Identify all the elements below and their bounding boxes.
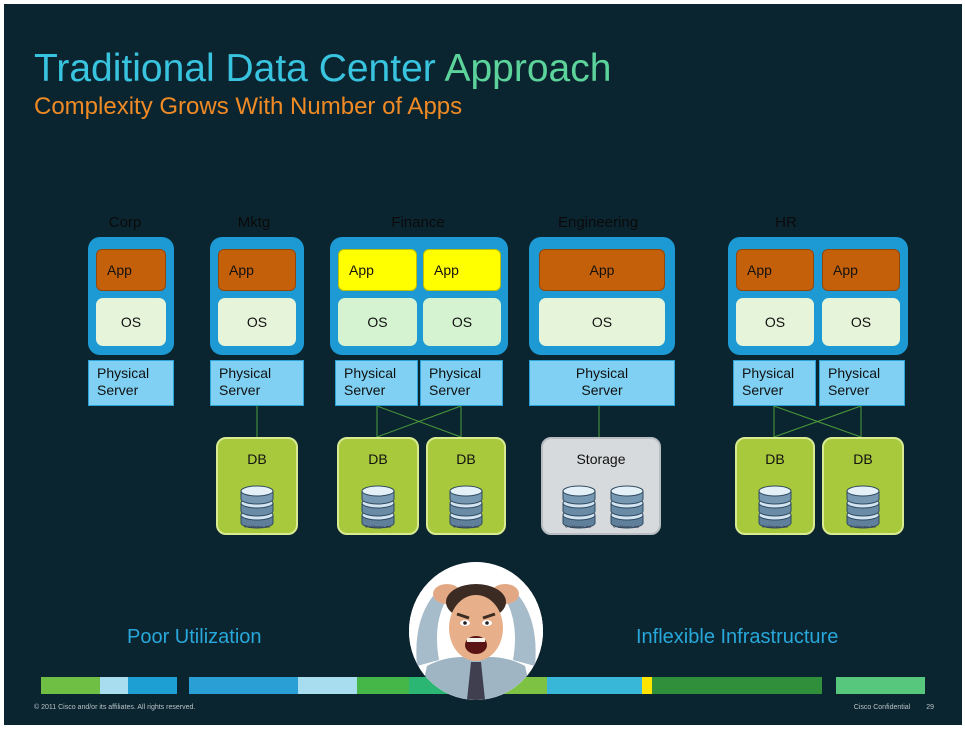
physical-server-line2: Server	[97, 382, 139, 398]
physical-server-line1: Physical	[344, 365, 397, 381]
storage-label: Storage	[576, 451, 626, 467]
physical-server-line2: Server	[219, 382, 261, 398]
line-hr2-db1	[773, 405, 862, 438]
title-accent: Approach	[444, 47, 612, 90]
line-finance1-db2	[376, 405, 462, 438]
os-block-finance-2: OS	[423, 298, 501, 346]
app-block-finance-1: App	[338, 249, 417, 291]
db-label: DB	[368, 451, 388, 467]
title-main: Traditional Data Center	[34, 47, 445, 90]
stressed-man-illustration	[409, 562, 543, 700]
db-label: DB	[765, 451, 785, 467]
os-block-corp: OS	[96, 298, 166, 346]
physical-server-line2: Server	[344, 382, 386, 398]
os-block-engineering: OS	[539, 298, 665, 346]
group-label-hr: HR	[775, 214, 797, 231]
os-block-hr-1: OS	[736, 298, 814, 346]
physical-server-line1: Physical	[97, 365, 150, 381]
note-poor-utilization: Poor Utilization	[127, 626, 262, 648]
storage-box-engineering: Storage © VMware, Inc © VMware, Inc	[541, 437, 661, 535]
slide: Traditional Data Center Approach Complex…	[4, 4, 962, 725]
app-block-hr-2: App	[822, 249, 900, 291]
vendor-mark: © VMware, Inc	[850, 524, 877, 529]
vendor-mark: © VMware, Inc	[453, 524, 480, 529]
physical-server-line2: Server	[429, 382, 471, 398]
db-box-hr-1: DB © VMware, Inc	[735, 437, 815, 535]
physical-server-line1: Physical	[742, 365, 795, 381]
db-label: DB	[853, 451, 873, 467]
db-label: DB	[456, 451, 476, 467]
db-box-mktg: DB © VMware, Inc	[216, 437, 298, 535]
vendor-mark: © VMware, Inc	[365, 524, 392, 529]
brand-color-stripe	[41, 677, 925, 694]
database-cylinder-icon	[562, 485, 596, 529]
vendor-mark: © VMware, Inc	[244, 524, 271, 529]
physical-server-line1: Physical	[219, 365, 272, 381]
app-block-corp: App	[96, 249, 166, 291]
physical-server-line2: Server	[581, 382, 623, 398]
database-cylinder-icon	[846, 485, 880, 529]
footer-copyright: © 2011 Cisco and/or its affiliates. All …	[34, 704, 196, 711]
slide-title: Traditional Data Center Approach	[34, 48, 611, 90]
app-block-finance-2: App	[423, 249, 501, 291]
group-label-finance: Finance	[391, 214, 445, 231]
database-cylinder-icon	[240, 485, 274, 529]
group-label-corp: Corp	[108, 214, 142, 231]
slide-subtitle: Complexity Grows With Number of Apps	[34, 93, 463, 120]
vendor-mark: © VMware, Inc	[613, 524, 640, 529]
line-finance2-db1	[376, 405, 462, 438]
physical-server-line1: Physical	[828, 365, 881, 381]
group-label-mktg: Mktg	[237, 214, 271, 231]
database-cylinder-icon	[610, 485, 644, 529]
vendor-mark: © VMware, Inc	[565, 524, 592, 529]
db-box-finance-1: DB © VMware, Inc	[337, 437, 419, 535]
physical-server-line1: Physical	[429, 365, 482, 381]
os-block-finance-1: OS	[338, 298, 417, 346]
stressed-man-photo	[409, 562, 543, 700]
os-block-hr-2: OS	[822, 298, 900, 346]
vendor-mark: © VMware, Inc	[762, 524, 789, 529]
group-label-engineering: Engineering	[557, 214, 639, 231]
page-number: 29	[926, 704, 934, 711]
physical-server-line2: Server	[742, 382, 784, 398]
app-block-hr-1: App	[736, 249, 814, 291]
line-hr1-db2	[773, 405, 862, 438]
physical-server-line2: Server	[828, 382, 870, 398]
app-block-mktg: App	[218, 249, 296, 291]
app-block-engineering: App	[539, 249, 665, 291]
db-label: DB	[247, 451, 267, 467]
db-box-finance-2: DB © VMware, Inc	[426, 437, 506, 535]
os-block-mktg: OS	[218, 298, 296, 346]
note-inflexible-infrastructure: Inflexible Infrastructure	[636, 626, 839, 648]
footer-right: Cisco Confidential 29	[838, 704, 934, 711]
database-cylinder-icon	[758, 485, 792, 529]
database-cylinder-icon	[361, 485, 395, 529]
database-cylinder-icon	[449, 485, 483, 529]
db-box-hr-2: DB © VMware, Inc	[822, 437, 904, 535]
physical-server-line1: Physical	[575, 365, 629, 381]
footer-confidential: Cisco Confidential	[853, 704, 911, 711]
